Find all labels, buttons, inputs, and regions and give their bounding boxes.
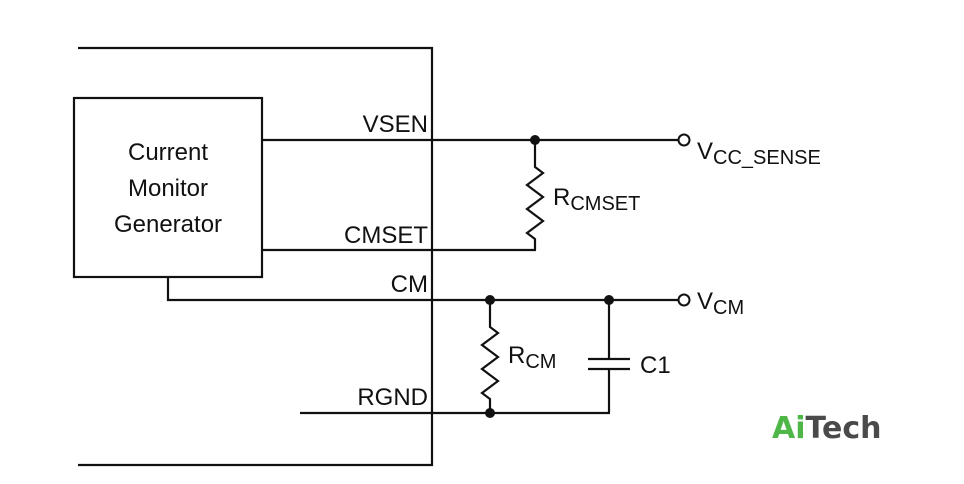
block-label-line2: Monitor <box>128 175 208 202</box>
pin-label-rgnd: RGND <box>357 384 428 411</box>
pin-label-vsen: VSEN <box>363 111 428 138</box>
pin-label-cm: CM <box>391 271 428 298</box>
capacitor-label-c1: C1 <box>640 352 671 379</box>
resistor-rcmset <box>525 140 545 250</box>
aitech-logo: AiTech <box>772 411 881 446</box>
junction-dot-rgnd <box>485 408 495 418</box>
terminal-label-vcm: VCM <box>697 288 744 319</box>
resistor-label-rcmset: RCMSET <box>553 184 640 215</box>
ic-outline <box>78 46 434 467</box>
terminal-label-vcc-sense: VCC_SENSE <box>697 138 821 169</box>
block-label-line3: Generator <box>114 211 222 238</box>
resistor-rcm <box>480 300 500 412</box>
resistor-label-rcm: RCM <box>508 342 556 373</box>
pin-label-cmset: CMSET <box>344 222 428 249</box>
svg-text:AiTech: AiTech <box>772 411 881 446</box>
terminal-vcm <box>677 293 691 307</box>
cm-wire <box>166 277 678 302</box>
terminal-vcc-sense <box>677 133 691 147</box>
block-label-line1: Current <box>128 139 208 166</box>
